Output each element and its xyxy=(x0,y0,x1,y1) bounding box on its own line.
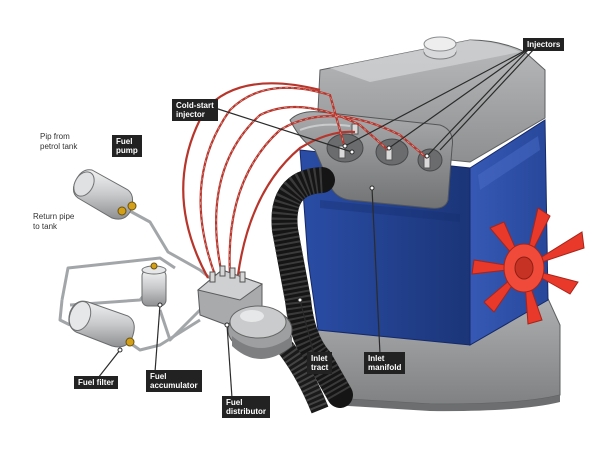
callout-dots xyxy=(117,143,430,353)
fuel-filter xyxy=(68,300,135,348)
fuel-accumulator xyxy=(141,262,167,307)
label-fuel-filter: Fuel filter xyxy=(74,376,119,389)
label-fuel-pump: Fuel pump xyxy=(112,135,142,157)
label-return-pipe: Return pipe to tank xyxy=(33,212,75,231)
callout-lines xyxy=(97,47,536,399)
fan-icon xyxy=(471,207,585,325)
label-injectors: Injectors xyxy=(523,38,565,51)
label-fuel-accumulator: Fuel accumulator xyxy=(146,370,202,392)
label-cold-start-injector: Cold-start injector xyxy=(172,99,218,121)
fuel-pump xyxy=(72,169,137,220)
engine-block xyxy=(299,36,561,412)
label-pip-from-petrol-tank: Pip from petrol tank xyxy=(40,132,78,151)
fuel-distributor xyxy=(196,265,293,359)
label-inlet-manifold: Inlet manifold xyxy=(364,352,406,374)
label-fuel-distributor: Fuel distributor xyxy=(222,396,270,418)
label-inlet-tract: Inlet tract xyxy=(307,352,333,374)
